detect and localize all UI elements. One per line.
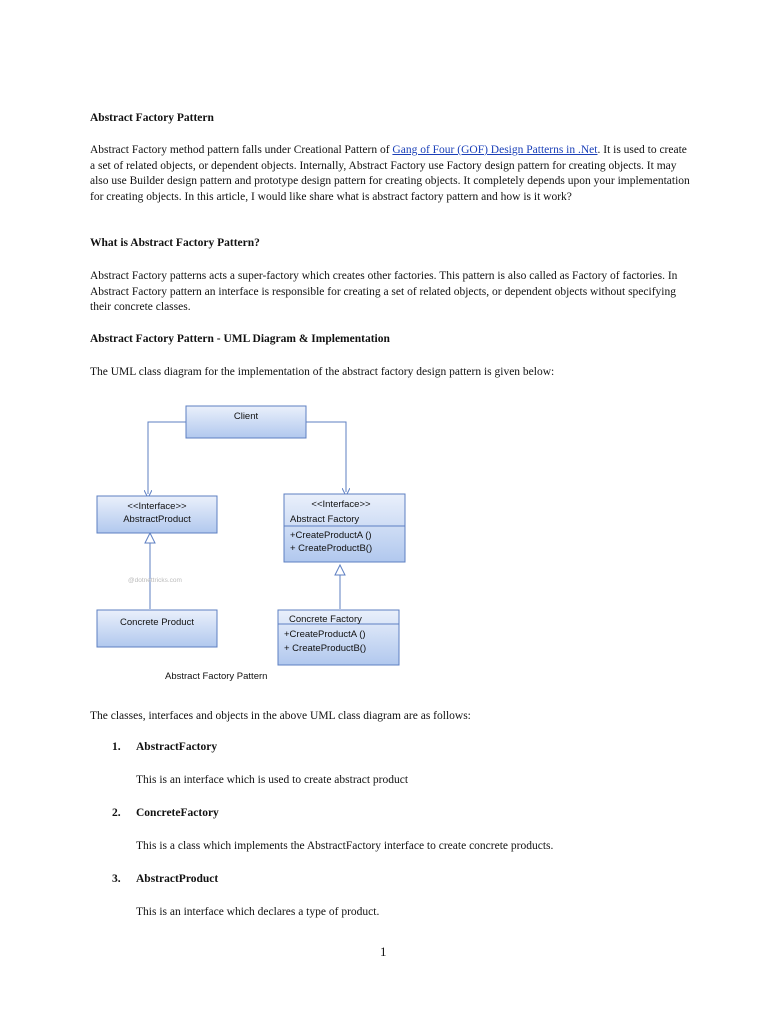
watermark-text: @dotnettricks.com bbox=[128, 577, 182, 584]
heading-abstract-factory: Abstract Factory Pattern bbox=[90, 112, 214, 124]
client-box bbox=[185, 405, 307, 439]
abstract-factory-method-a: +CreateProductA () bbox=[290, 530, 372, 541]
concrete-product-box bbox=[96, 609, 218, 648]
list-item-2-title: ConcreteFactory bbox=[136, 807, 219, 819]
client-to-factory-arrow bbox=[306, 421, 346, 492]
gof-link[interactable]: Gang of Four (GOF) Design Patterns in .N… bbox=[392, 144, 598, 156]
abstract-factory-box bbox=[283, 493, 406, 563]
abstract-factory-method-b: + CreateProductB() bbox=[290, 543, 372, 554]
heading-uml: Abstract Factory Pattern - UML Diagram &… bbox=[90, 333, 390, 345]
concrete-factory-box bbox=[277, 609, 400, 666]
factory-inheritance-triangle bbox=[334, 563, 346, 576]
client-label: Client bbox=[234, 411, 259, 422]
list-item-2-desc: This is a class which implements the Abs… bbox=[136, 840, 554, 852]
list-item-3-title: AbstractProduct bbox=[136, 873, 219, 885]
concrete-factory-method-b: + CreateProductB() bbox=[284, 643, 366, 654]
abstract-product-name: AbstractProduct bbox=[123, 514, 191, 525]
client-to-product-arrow bbox=[148, 421, 186, 494]
list-item-2-number: 2. bbox=[112, 807, 121, 819]
product-inheritance-triangle bbox=[144, 531, 156, 544]
definition-paragraph: Abstract Factory patterns acts a super-f… bbox=[90, 270, 678, 313]
abstract-product-box bbox=[96, 495, 218, 534]
concrete-factory-name: Concrete Factory bbox=[289, 614, 362, 625]
list-item-3-desc: This is an interface which declares a ty… bbox=[136, 906, 380, 918]
list-item-3-number: 3. bbox=[112, 873, 121, 885]
list-item-1-number: 1. bbox=[112, 741, 121, 753]
abstract-factory-name: Abstract Factory bbox=[290, 514, 359, 525]
concrete-product-name: Concrete Product bbox=[120, 617, 194, 628]
intro-paragraph: Abstract Factory method pattern falls un… bbox=[90, 144, 690, 203]
diagram-caption: Abstract Factory Pattern bbox=[165, 671, 268, 682]
abstract-product-stereotype: <<Interface>> bbox=[127, 501, 187, 512]
classes-intro-paragraph: The classes, interfaces and objects in t… bbox=[90, 710, 471, 722]
concrete-factory-method-a: +CreateProductA () bbox=[284, 629, 366, 640]
abstract-factory-stereotype: <<Interface>> bbox=[311, 499, 371, 510]
list-item-1-title: AbstractFactory bbox=[136, 741, 218, 753]
uml-intro-paragraph: The UML class diagram for the implementa… bbox=[90, 366, 555, 378]
heading-what-is: What is Abstract Factory Pattern? bbox=[90, 237, 260, 249]
list-item-1-desc: This is an interface which is used to cr… bbox=[136, 774, 409, 786]
page-number: 1 bbox=[380, 944, 387, 959]
